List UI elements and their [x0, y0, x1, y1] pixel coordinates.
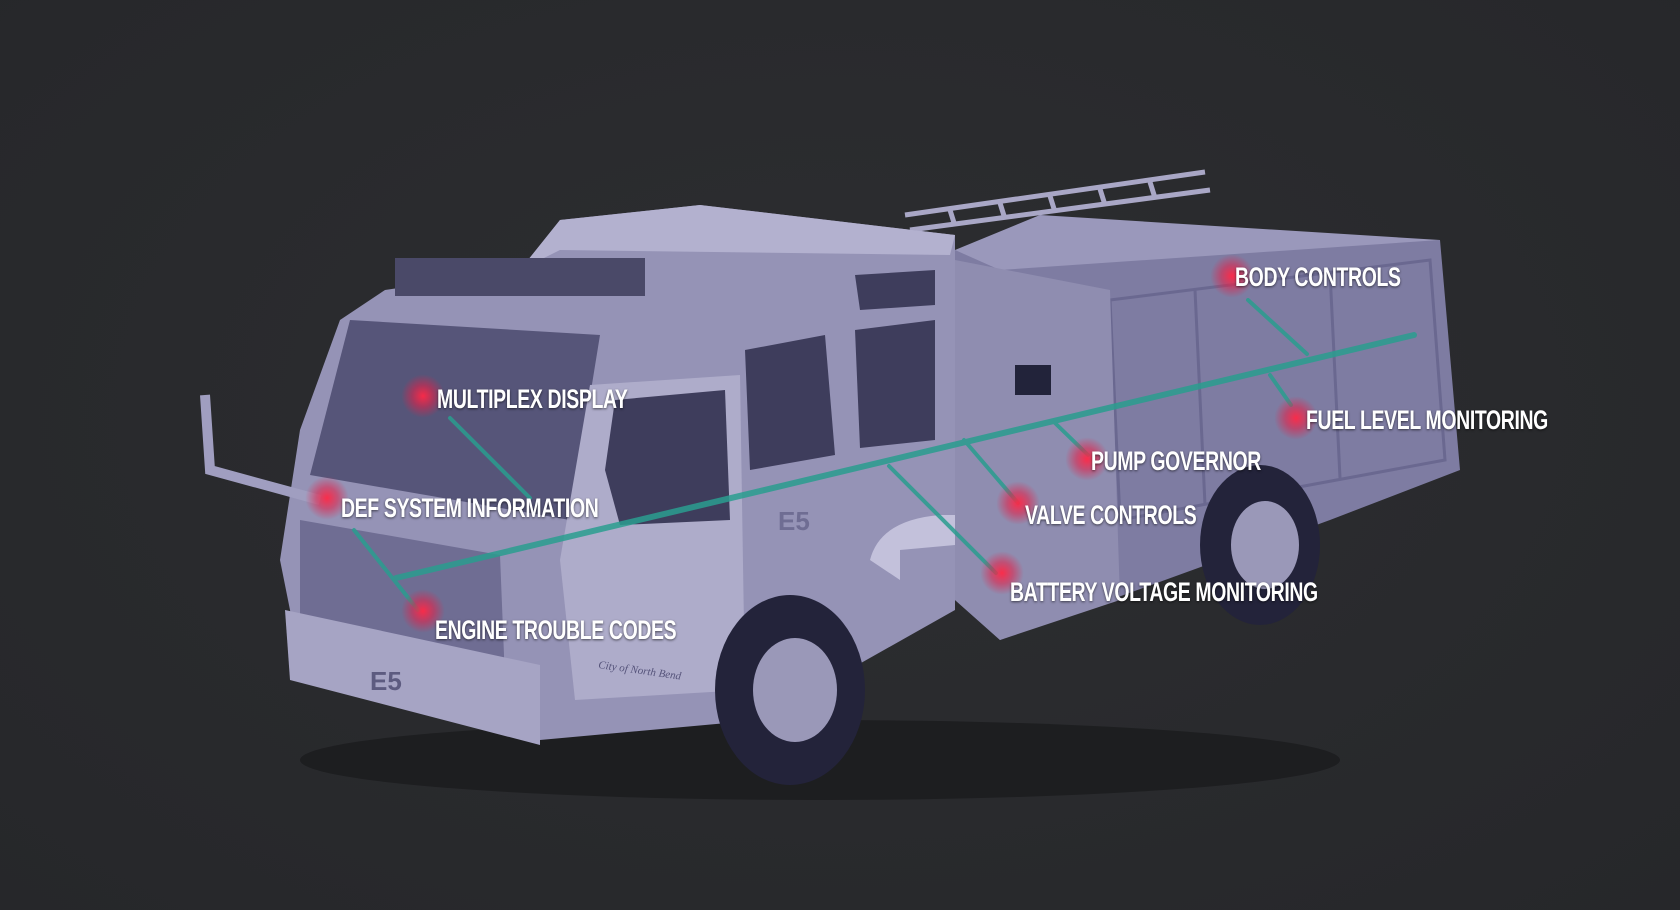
label-def-system-information[interactable]: DEF SYSTEM INFORMATION [341, 493, 599, 523]
label-engine-trouble-codes[interactable]: ENGINE TROUBLE CODES [435, 615, 677, 645]
hotspot-pump-governor[interactable] [1065, 437, 1109, 481]
label-fuel-level-monitoring[interactable]: FUEL LEVEL MONITORING [1306, 405, 1548, 435]
cab-window [745, 335, 835, 470]
hotspot-body-controls[interactable] [1210, 254, 1254, 298]
label-multiplex-display[interactable]: MULTIPLEX DISPLAY [437, 384, 628, 414]
hotspot-battery-voltage-monitoring[interactable] [980, 551, 1024, 595]
rear-wheel [1200, 465, 1320, 625]
hotspot-fuel-level-monitoring[interactable] [1274, 396, 1318, 440]
front-wheel [715, 595, 865, 785]
hotspot-def-system-information[interactable] [305, 476, 349, 520]
windshield [310, 320, 600, 520]
label-battery-voltage-monitoring[interactable]: BATTERY VOLTAGE MONITORING [1010, 577, 1318, 607]
hotspot-multiplex-display[interactable] [401, 374, 445, 418]
cab-window [855, 270, 935, 310]
multiplex-panel-screen [1015, 365, 1051, 395]
label-valve-controls[interactable]: VALVE CONTROLS [1025, 500, 1197, 530]
cab-stripe [870, 515, 955, 580]
bumper [285, 610, 540, 745]
cab-window [855, 320, 935, 448]
door-unit-number: E5 [778, 506, 810, 536]
compartment-doors [1108, 258, 1447, 522]
hotspot-valve-controls[interactable] [996, 481, 1040, 525]
label-body-controls[interactable]: BODY CONTROLS [1235, 262, 1401, 292]
light-bar [395, 258, 645, 296]
ladder [904, 169, 1211, 233]
label-pump-governor[interactable]: PUMP GOVERNOR [1091, 446, 1261, 476]
bumper-unit-number: E5 [370, 666, 402, 696]
mirror [200, 394, 322, 505]
hotspot-engine-trouble-codes[interactable] [401, 589, 445, 633]
pump-panel [955, 260, 1120, 640]
